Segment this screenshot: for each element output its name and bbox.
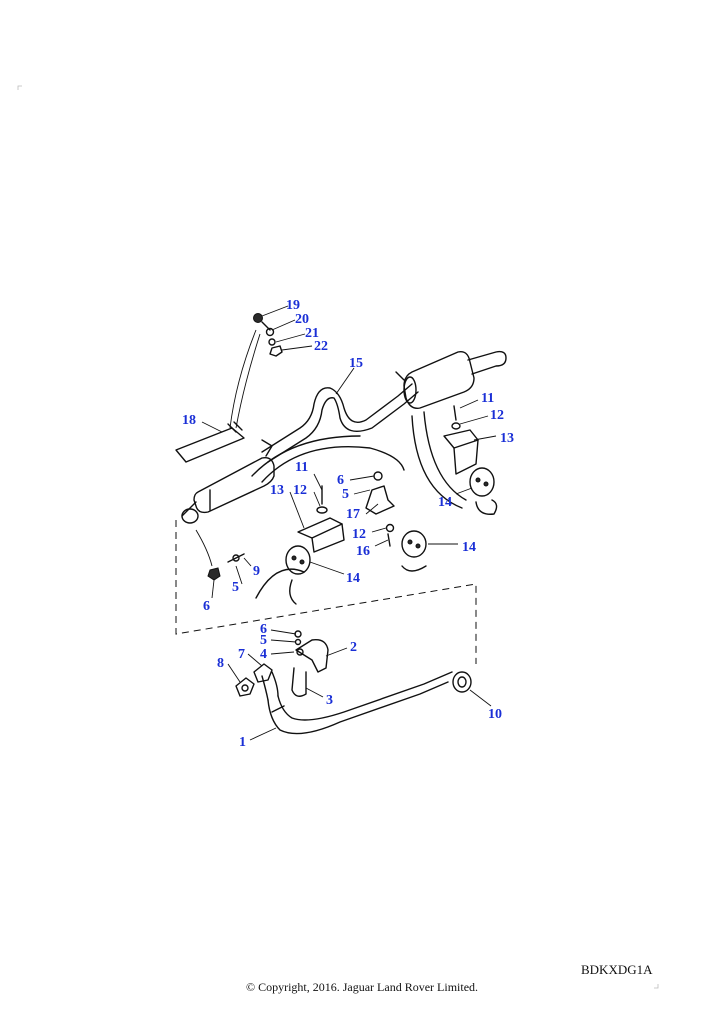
callout-11: 11: [295, 460, 308, 475]
callout-12: 12: [352, 527, 366, 542]
callout-3: 3: [326, 693, 333, 708]
heat-shield-fixings: [229, 313, 283, 429]
corner-mark: [654, 984, 659, 989]
callout-12: 12: [490, 408, 504, 423]
copyright-notice: © Copyright, 2016. Jaguar Land Rover Lim…: [245, 980, 479, 994]
callout-18: 18: [182, 413, 196, 428]
centre-mounting: [365, 471, 427, 572]
front-downpipe-assembly: [235, 630, 472, 735]
callout-10: 10: [488, 707, 502, 722]
callouts: 1 2 3 4 5 5 5 6 6 6 7 8 9 10 11 11 12 12…: [182, 298, 514, 750]
callout-6: 6: [203, 599, 210, 614]
callout-8: 8: [217, 656, 224, 671]
callout-5: 5: [342, 487, 349, 502]
callout-5: 5: [232, 580, 239, 595]
rear-pipe-assembly: [181, 350, 507, 524]
callout-19: 19: [286, 298, 300, 313]
callout-13: 13: [270, 483, 284, 498]
callout-1: 1: [239, 735, 246, 750]
callout-7: 7: [238, 647, 245, 662]
right-mounting: [411, 405, 498, 515]
callout-14: 14: [438, 495, 452, 510]
callout-11: 11: [481, 391, 494, 406]
callout-21: 21: [305, 326, 319, 341]
callout-22: 22: [314, 339, 328, 354]
callout-5: 5: [260, 633, 267, 648]
callout-17: 17: [346, 507, 360, 522]
callout-9: 9: [253, 564, 260, 579]
callout-12: 12: [293, 483, 307, 498]
corner-mark: [17, 85, 22, 90]
heat-shield: [175, 421, 245, 463]
callout-15: 15: [349, 356, 363, 371]
callout-6: 6: [260, 622, 267, 637]
assembly-link-dashed: [175, 520, 477, 664]
callout-14: 14: [346, 571, 360, 586]
callout-4: 4: [260, 647, 267, 662]
callout-13: 13: [500, 431, 514, 446]
drawing-code: BDKXDG1A: [581, 962, 653, 977]
callout-2: 2: [350, 640, 357, 655]
flange-fixings: [195, 529, 245, 581]
leader-lines: [201, 305, 497, 741]
left-mounting: [255, 485, 345, 605]
callout-6: 6: [337, 473, 344, 488]
callout-20: 20: [295, 312, 309, 327]
callout-14: 14: [462, 540, 476, 555]
callout-16: 16: [356, 544, 370, 559]
